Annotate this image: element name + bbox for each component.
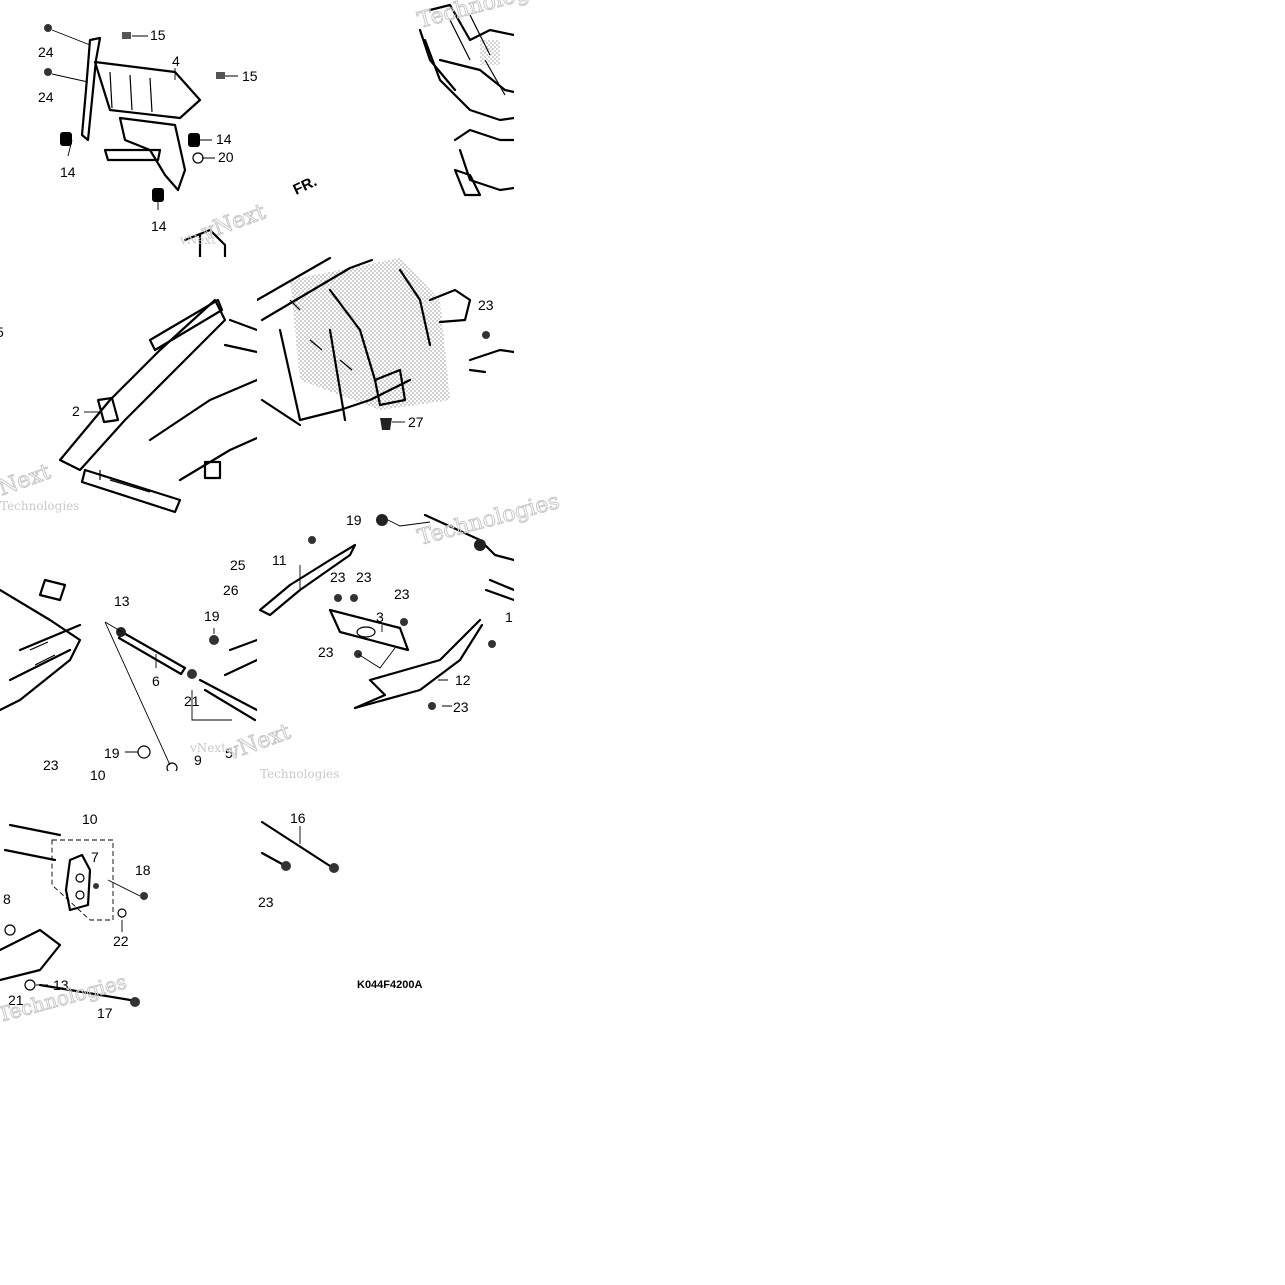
callout-label: 5 (0, 324, 4, 340)
watermark-line-1: vNext (189, 741, 226, 755)
callout-label: 24 (38, 89, 54, 105)
callout-label: 27 (408, 414, 424, 430)
callout-label: 15 (242, 68, 258, 84)
callout-label: 23 (318, 644, 334, 660)
watermark-line-2: Technologies (415, 489, 562, 551)
callout-label: 10 (90, 767, 106, 783)
callout-label: 4 (172, 53, 180, 69)
callout-label: 19 (204, 608, 220, 624)
callout-label: 11 (272, 552, 287, 568)
tile-guards (258, 514, 514, 710)
callout-label: 3 (376, 609, 384, 625)
tile-main-frame (58, 298, 257, 514)
watermark: Technologies vNext vNext vNext Technolog… (0, 0, 563, 1027)
watermark-line-1: vNext (223, 720, 295, 766)
callout-label: 13 (53, 977, 69, 993)
callout-label: 25 (230, 557, 246, 573)
callout-label: 19 (104, 745, 120, 761)
callout-label: 14 (60, 164, 76, 180)
watermark-line-2: Technologies (260, 767, 339, 781)
callout-labels: 24 15 4 24 15 14 20 14 14 5 2 23 27 19 2… (0, 27, 513, 1021)
callout-label: 16 (290, 810, 306, 826)
tile-frame-top-right (418, 3, 514, 197)
callout-label: 14 (216, 131, 232, 147)
callout-label: 23 (356, 569, 372, 585)
tile-bolts (260, 820, 339, 873)
callout-label: 23 (43, 757, 59, 773)
watermark-line-2: Technologies (415, 0, 562, 34)
tile-engine-hanger (0, 823, 148, 1007)
callout-label: 22 (113, 933, 129, 949)
callout-label: 21 (184, 693, 200, 709)
callout-label: 5 (225, 745, 233, 761)
callout-label: 6 (152, 673, 160, 689)
tile-frame-center (257, 257, 514, 430)
callout-label: 23 (453, 699, 469, 715)
callout-label: 13 (114, 593, 130, 609)
part-code: K044F4200A (357, 979, 422, 991)
callout-label: 18 (135, 862, 151, 878)
callout-label: 7 (91, 849, 99, 865)
callout-label: 19 (346, 512, 362, 528)
callout-label: 2 (72, 403, 80, 419)
callout-label: 17 (97, 1005, 113, 1021)
callout-label: 10 (82, 811, 98, 827)
callout-label: 20 (218, 149, 234, 165)
callout-label: 23 (258, 894, 274, 910)
callout-label: 14 (151, 218, 167, 234)
callout-label: 23 (394, 586, 410, 602)
front-arrow-label: FR. (291, 173, 320, 199)
tile-pivot-shaft (0, 578, 257, 771)
callout-label: 1 (505, 609, 513, 625)
watermark-line-2: Technologies (0, 499, 79, 513)
callout-label: 8 (3, 891, 11, 907)
watermark-line-1: vNext (179, 233, 216, 247)
callout-label: 9 (194, 752, 202, 768)
callout-label: 23 (330, 569, 346, 585)
callout-label: 26 (223, 582, 239, 598)
callout-label: 21 (8, 992, 24, 1008)
callout-label: 12 (455, 672, 471, 688)
callout-label: 24 (38, 44, 54, 60)
tile-bracket-assembly (44, 24, 238, 257)
callout-label: 23 (478, 297, 494, 313)
callout-label: 15 (150, 27, 166, 43)
